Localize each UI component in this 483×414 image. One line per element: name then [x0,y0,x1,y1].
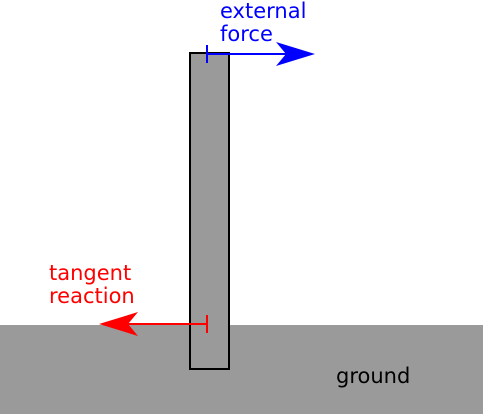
tangent-reaction-label: tangent reaction [49,261,135,308]
external-force-label: external force [220,0,307,46]
ground-surface [0,325,483,414]
external-force-arrow [206,42,315,66]
external-force-arrowhead [276,42,315,66]
tangent-reaction-arrow [99,312,208,336]
tangent-reaction-arrowhead [99,312,138,336]
ground-label: ground [336,364,411,388]
pole [189,52,230,370]
